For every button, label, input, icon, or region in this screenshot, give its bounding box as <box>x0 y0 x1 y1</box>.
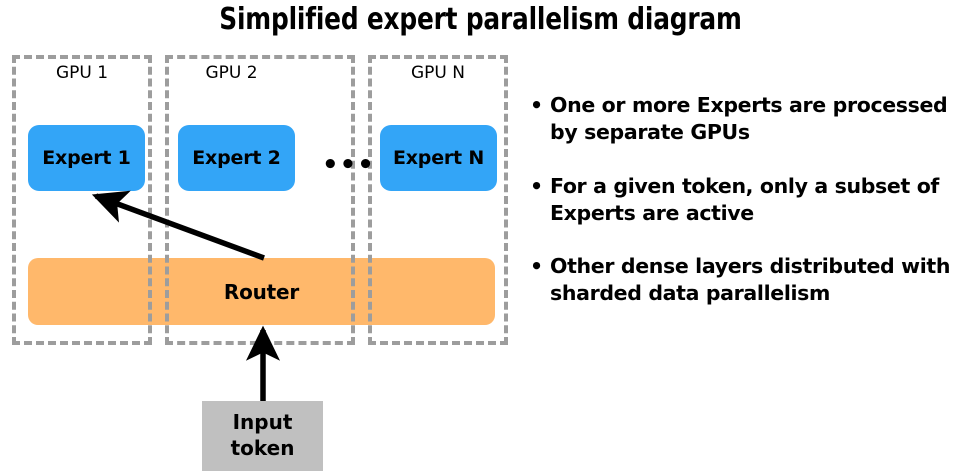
bullet-list: • One or more Experts are processed by s… <box>528 92 958 334</box>
router-block <box>28 258 495 325</box>
expert-box-n: Expert N <box>380 125 497 191</box>
router-label: Router <box>223 280 300 304</box>
expert-box-2: Expert 2 <box>178 125 295 191</box>
bullet-marker-icon: • <box>530 173 543 198</box>
gpu-label-2: GPU 2 <box>205 63 258 83</box>
input-token-line-1: Input <box>232 410 293 435</box>
list-item: • Other dense layers distributed with sh… <box>528 253 958 308</box>
bullet-text: For a given token, only a subset of Expe… <box>550 173 940 225</box>
expert-box-1: Expert 1 <box>28 125 145 191</box>
input-token-box: Input token <box>202 401 323 471</box>
bullet-text: One or more Experts are processed by sep… <box>550 93 948 145</box>
bullet-marker-icon: • <box>530 93 543 117</box>
gpu-label-1: GPU 1 <box>55 63 109 83</box>
ellipsis-indicator: ••• <box>322 150 375 180</box>
gpu-label-n: GPU N <box>411 63 465 83</box>
list-item: • One or more Experts are processed by s… <box>528 92 958 147</box>
list-item: • For a given token, only a subset of Ex… <box>528 173 958 228</box>
gpu-container-n: GPU N <box>368 55 508 345</box>
bullet-text: Other dense layers distributed with shar… <box>550 254 951 306</box>
input-token-line-2: token <box>230 436 295 460</box>
page-title: Simplified expert parallelism diagram <box>219 2 742 37</box>
bullet-marker-icon: • <box>530 254 543 278</box>
